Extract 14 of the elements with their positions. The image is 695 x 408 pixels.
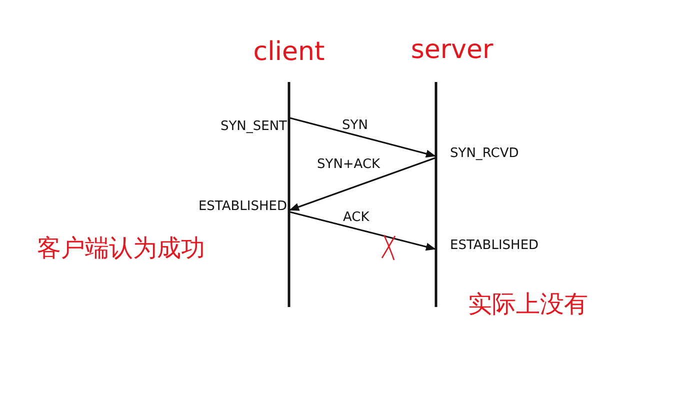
message-arrow [290, 117, 436, 158]
edge-label: SYN [342, 118, 368, 134]
edge-label: ACK [343, 210, 370, 226]
state-label: ESTABLISHED [198, 199, 287, 215]
edge-label: SYN+ACK [317, 157, 380, 173]
state-label: SYN_RCVD [450, 146, 519, 162]
lifeline-title: server [410, 34, 494, 66]
state-label: SYN_SENT [220, 119, 287, 135]
message-arrow [289, 157, 436, 211]
note-text: 客户端认为成功 [37, 233, 205, 263]
note-text: 实际上没有 [468, 289, 588, 319]
message-arrow [290, 211, 436, 251]
lifeline-title: client [252, 36, 326, 68]
state-label: ESTABLISHED [450, 238, 539, 254]
